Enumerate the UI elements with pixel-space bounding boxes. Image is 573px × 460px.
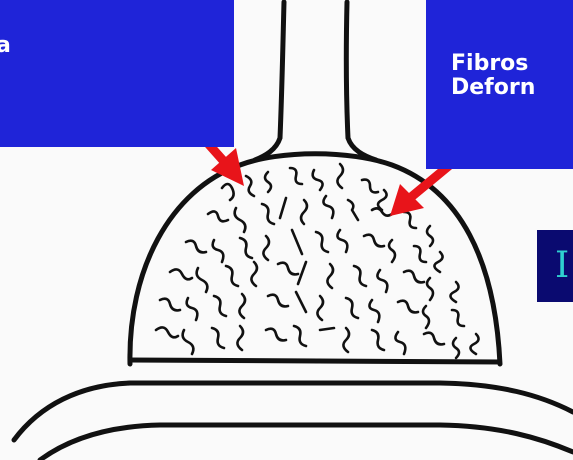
outer-band-bottom xyxy=(40,425,573,460)
label-box-right: Fibros Deforn xyxy=(426,0,573,169)
label-left-text: a xyxy=(0,34,11,58)
stem-outline xyxy=(255,2,376,160)
base-shelf xyxy=(128,360,502,362)
label-right-line2: Deforn xyxy=(451,76,535,100)
label-box-small: I xyxy=(537,230,573,302)
fibrous-tissue xyxy=(156,164,479,358)
label-small-text: I xyxy=(555,248,569,284)
label-box-left: a xyxy=(0,0,234,147)
label-right-line1: Fibros xyxy=(451,52,528,76)
dome-outline xyxy=(130,154,500,364)
